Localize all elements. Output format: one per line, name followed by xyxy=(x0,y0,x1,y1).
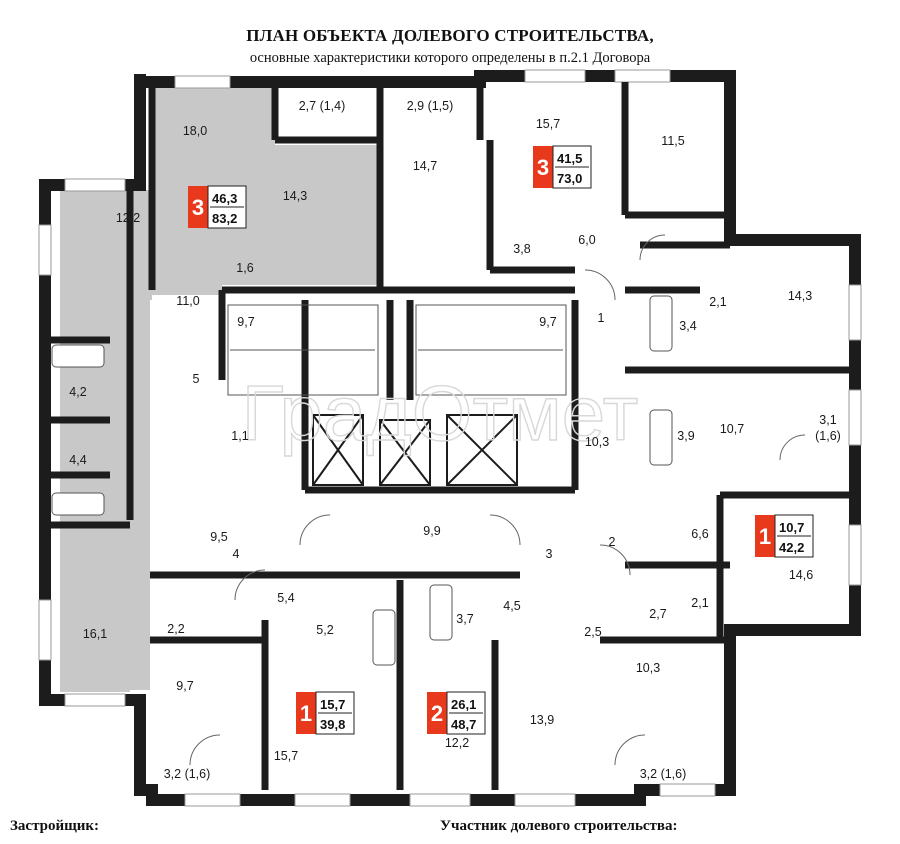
room-area-label: 15,7 xyxy=(274,749,298,763)
apartment-badge: 3 46,3 83,2 xyxy=(188,185,247,229)
badge-rooms-box xyxy=(188,186,208,228)
room-area-label: 16,1 xyxy=(83,627,107,641)
plan-subtitle: основные характеристики которого определ… xyxy=(249,50,651,66)
badge-total-area: 73,0 xyxy=(557,171,582,186)
room-area-label: 1,1 xyxy=(231,429,248,443)
windows xyxy=(38,69,862,807)
room-area-label: 6,0 xyxy=(578,233,595,247)
room-area-label: 2,7 (1,4) xyxy=(299,99,346,113)
room-area-label: 11,0 xyxy=(176,294,199,308)
badge-rooms: 1 xyxy=(300,701,312,726)
watermark-text: ГрадОтмет xyxy=(242,369,639,457)
room-area-label: 2,2 xyxy=(167,622,184,636)
room-area-label: 3,8 xyxy=(513,242,530,256)
room-area-label: 2,7 xyxy=(649,607,666,621)
elevators xyxy=(312,414,518,486)
room-area-label: 9,7 xyxy=(237,315,254,329)
badge-living-area: 46,3 xyxy=(212,191,237,206)
badge-rooms-box xyxy=(427,692,447,734)
room-area-label: 9,9 xyxy=(423,524,440,538)
badge-total-area: 42,2 xyxy=(779,540,804,555)
room-area-label: 3,2 (1,6) xyxy=(164,767,211,781)
room-area-label: 4,5 xyxy=(503,599,520,613)
badge-total-area: 39,8 xyxy=(320,717,345,732)
room-area-label: 9,7 xyxy=(176,679,193,693)
room-area-label: 14,6 xyxy=(789,568,813,582)
room-area-label: 2,1 xyxy=(691,596,708,610)
room-area-label: 5,2 xyxy=(316,623,333,637)
room-area-label: 3,1(1,6) xyxy=(815,413,841,443)
room-area-label: 14,3 xyxy=(283,189,307,203)
room-area-label: 18,0 xyxy=(183,124,207,138)
badge-living-area: 41,5 xyxy=(557,151,582,166)
badge-rooms: 3 xyxy=(192,195,204,220)
badge-living-area: 15,7 xyxy=(320,697,345,712)
badge-rooms-box xyxy=(533,146,553,188)
room-area-label: 10,3 xyxy=(636,661,660,675)
room-area-label: 2,5 xyxy=(584,625,601,639)
apartment-badge: 2 26,1 48,7 xyxy=(427,691,486,735)
room-area-label: 2 xyxy=(609,535,616,549)
badge-total-area: 48,7 xyxy=(451,717,476,732)
room-area-label: 12,2 xyxy=(445,736,469,750)
badge-living-area: 26,1 xyxy=(451,697,476,712)
room-area-label: 2,9 (1,5) xyxy=(407,99,454,113)
badge-rooms-box xyxy=(296,692,316,734)
room-area-label: 12,2 xyxy=(116,211,140,225)
room-area-label: 5,4 xyxy=(277,591,294,605)
room-area-label: 4 xyxy=(233,547,240,561)
room-area-label: 4,4 xyxy=(69,453,86,467)
room-area-label: 1 xyxy=(598,311,605,325)
room-area-label: 3,2 (1,6) xyxy=(640,767,687,781)
room-area-label: 6,6 xyxy=(691,527,708,541)
badge-rooms: 2 xyxy=(431,701,443,726)
room-area-label: 15,7 xyxy=(536,117,560,131)
room-area-label: 4,2 xyxy=(69,385,86,399)
doors xyxy=(189,234,806,766)
room-area-label: 2,1 xyxy=(709,295,726,309)
developer-label: Застройщик: xyxy=(10,818,100,834)
interior-walls xyxy=(45,82,855,790)
selected-apartment-fill xyxy=(60,88,380,692)
badge-rooms: 1 xyxy=(759,524,771,549)
badge-total-area: 83,2 xyxy=(212,211,237,226)
room-area-label: 10,3 xyxy=(585,435,609,449)
room-area-label: 3,9 xyxy=(677,429,694,443)
room-area-label: 3 xyxy=(546,547,553,561)
room-area-label: 11,5 xyxy=(661,134,684,148)
room-labels: 18,02,7 (1,4)2,9 (1,5)15,711,514,314,712… xyxy=(69,99,841,781)
apartment-badge: 1 15,7 39,8 xyxy=(296,691,355,735)
room-area-label: 3,7 xyxy=(456,612,473,626)
apartment-badge: 3 41,5 73,0 xyxy=(533,145,592,189)
badge-rooms-box xyxy=(755,515,775,557)
badge-living-area: 10,7 xyxy=(779,520,804,535)
participant-label: Участник долевого строительства: xyxy=(440,818,678,834)
room-area-label: 13,9 xyxy=(530,713,554,727)
plan-title: ПЛАН ОБЪЕКТА ДОЛЕВОГО СТРОИТЕЛЬСТВА, xyxy=(246,26,654,45)
badge-rooms: 3 xyxy=(537,155,549,180)
bathtubs xyxy=(51,295,673,666)
room-area-label: 1,6 xyxy=(236,261,253,275)
room-area-label: 9,7 xyxy=(539,315,556,329)
room-area-label: 3,4 xyxy=(679,319,696,333)
apartment-badge: 1 10,7 42,2 xyxy=(755,514,814,558)
room-area-label: 9,5 xyxy=(210,530,227,544)
room-area-label: 5 xyxy=(193,372,200,386)
stairs xyxy=(227,304,567,396)
room-area-label: 14,3 xyxy=(788,289,812,303)
room-area-label: 10,7 xyxy=(720,422,744,436)
room-area-label: 14,7 xyxy=(413,159,437,173)
